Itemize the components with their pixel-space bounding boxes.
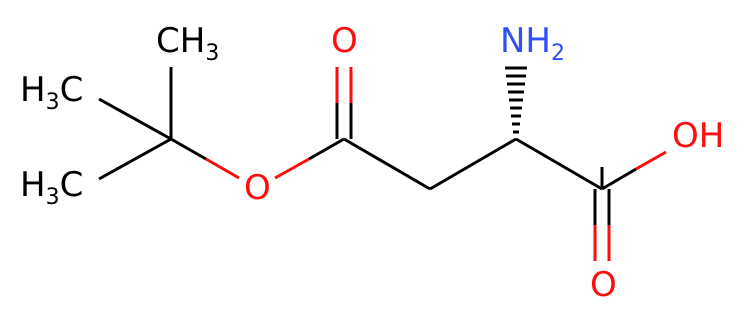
label-hydroxyl: OH [672,116,724,156]
bond-c-oh-red [635,150,667,171]
bond-ch2-calpha [429,137,517,191]
bond-c-ch3-left-top [98,97,172,141]
bond-o-c-ester-red [274,157,310,180]
bond-calpha-cooh [515,137,603,191]
label-methyl-left-bottom: H3C [20,165,83,210]
label-methyl-top: CH3 [156,21,219,66]
label-methyl-left-top: H3C [20,70,83,115]
bond-c-ch2 [343,137,431,191]
label-amine: NH2 [500,21,565,66]
bond-o-c-ester-black [308,137,345,161]
label-ester-oxygen: O [244,168,271,208]
bond-c-o-ester-red [205,157,240,180]
hashed-wedge-bond [505,66,527,134]
bond-c-ch3-left-bottom [98,137,172,181]
bond-c-o-ester-black [170,137,207,161]
bond-c-oh-black2 [601,167,637,191]
label-carbonyl-oxygen-top: O [331,21,358,61]
label-carbonyl-oxygen-bottom: O [590,265,617,305]
